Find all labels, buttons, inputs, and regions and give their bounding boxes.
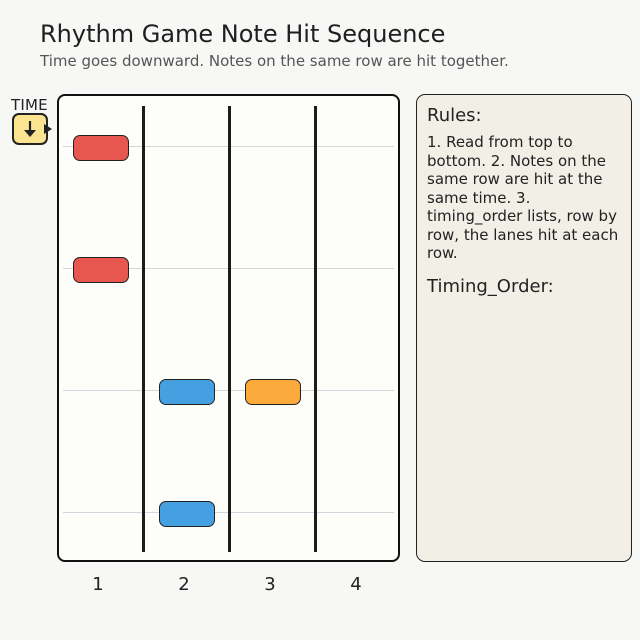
- lane-divider: [228, 106, 231, 552]
- note-board: [57, 94, 400, 562]
- note-lane-1-row-1[interactable]: [73, 135, 129, 161]
- timing-order-title: Timing_Order:: [427, 276, 554, 297]
- lane-number-1: 1: [92, 574, 104, 595]
- note-lane-2-row-3[interactable]: [159, 379, 215, 405]
- page-subtitle: Time goes downward. Notes on the same ro…: [40, 52, 509, 70]
- lane-divider: [142, 106, 145, 552]
- arrow-down-icon: [24, 121, 36, 137]
- rules-title: Rules:: [427, 105, 482, 126]
- note-lane-1-row-2[interactable]: [73, 257, 129, 283]
- rules-text: 1. Read from top to bottom. 2. Notes on …: [427, 133, 619, 262]
- rules-panel: Rules: 1. Read from top to bottom. 2. No…: [416, 94, 632, 562]
- lane-number-4: 4: [350, 574, 362, 595]
- lane-number-3: 3: [264, 574, 276, 595]
- time-label: TIME: [11, 96, 48, 114]
- note-lane-2-row-4[interactable]: [159, 501, 215, 527]
- note-lane-3-row-3[interactable]: [245, 379, 301, 405]
- lane-divider: [314, 106, 317, 552]
- page-title: Rhythm Game Note Hit Sequence: [40, 20, 446, 48]
- time-direction-button[interactable]: [12, 113, 48, 145]
- time-pointer-icon: [44, 124, 52, 134]
- lane-number-2: 2: [178, 574, 190, 595]
